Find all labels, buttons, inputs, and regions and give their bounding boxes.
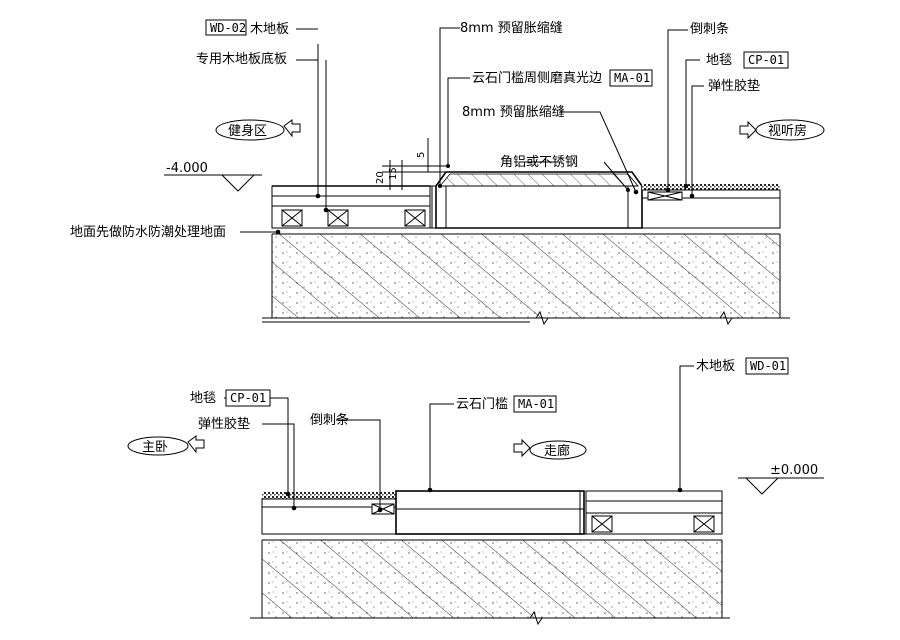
tag-wd01-text: WD-01: [750, 359, 786, 373]
break-mark: [535, 310, 549, 326]
room-tag-bottom-right: [529, 440, 587, 460]
elevation-top: -4.000: [166, 161, 208, 176]
label-barb-strip: 倒刺条: [690, 21, 729, 37]
label-angle-material: 角铝或不锈钢: [500, 155, 578, 170]
top-section: 20 15 5 WD-02 木地板 专用木地板底板 8mm 预留胀缩缝: [70, 19, 825, 326]
tag-cp01-text: CP-01: [748, 53, 784, 67]
label-wood-floor-bottom: 木地板: [696, 359, 735, 374]
top-carpet: [642, 184, 780, 190]
label-expansion-joint-top: 8mm 预留胀缩缝: [460, 20, 563, 36]
bottom-marble-sill: [395, 490, 585, 535]
arrow-left-icon: [283, 119, 301, 138]
arrow-right-icon-bottom: [513, 438, 531, 458]
tag-ma01-bottom: [513, 395, 557, 413]
label-elastic-pad: 弹性胶垫: [708, 78, 760, 94]
elevation-bottom: ±0.000: [770, 463, 818, 478]
tag-cp01-bottom-text: CP-01: [230, 391, 266, 405]
top-wood-floor: [271, 185, 431, 197]
arrow-left-icon-bottom: [187, 435, 205, 454]
tag-cp01: [743, 51, 789, 69]
tag-ma01: [609, 69, 653, 87]
room-bottom-left-text: 主卧: [142, 440, 168, 455]
tag-wd01: [745, 357, 789, 375]
label-wood-floor: 木地板: [250, 22, 289, 37]
room-bottom-right-text: 走廊: [544, 443, 570, 459]
label-expansion-joint-mid: 8mm 预留胀缩缝: [462, 104, 565, 120]
room-left-text: 健身区: [228, 123, 267, 139]
arrow-right-icon: [739, 120, 757, 140]
label-wood-base: 专用木地板底板: [196, 51, 287, 67]
label-waterproof: 地面先做防水防潮处理地面: [70, 224, 226, 240]
tag-ma01-bottom-text: MA-01: [518, 397, 554, 411]
label-barb-strip-bottom: 倒刺条: [310, 412, 349, 428]
dim-20: 20: [375, 171, 386, 184]
label-carpet: 地毯: [706, 53, 732, 68]
room-tag-right: [755, 119, 825, 141]
room-tag-left: [215, 119, 285, 141]
bottom-carpet: [262, 492, 396, 499]
label-elastic-pad-bottom: 弹性胶垫: [198, 416, 250, 432]
dim-5: 5: [416, 152, 427, 158]
elevation-marker-bottom: [745, 477, 779, 495]
tag-cp01-bottom: [225, 389, 271, 407]
label-carpet-bottom: 地毯: [190, 391, 216, 406]
tag-wd02-text: WD-02: [210, 21, 246, 35]
bottom-section: 地毯 CP-01 弹性胶垫 倒刺条 云石门槛 MA-01 木地板 WD-01 主…: [127, 357, 824, 626]
bottom-wood-floor: [585, 490, 723, 502]
label-marble-sill: 云石门槛: [456, 397, 508, 412]
label-marble-sill-edge: 云石门槛周侧磨真光边: [472, 71, 602, 86]
dim-15: 15: [388, 167, 399, 180]
room-right-text: 视听房: [768, 123, 807, 139]
room-tag-bottom-left: [127, 436, 189, 456]
tag-wd02: [205, 19, 247, 36]
tag-ma01-text: MA-01: [614, 71, 650, 85]
elevation-marker-top: [221, 174, 255, 192]
